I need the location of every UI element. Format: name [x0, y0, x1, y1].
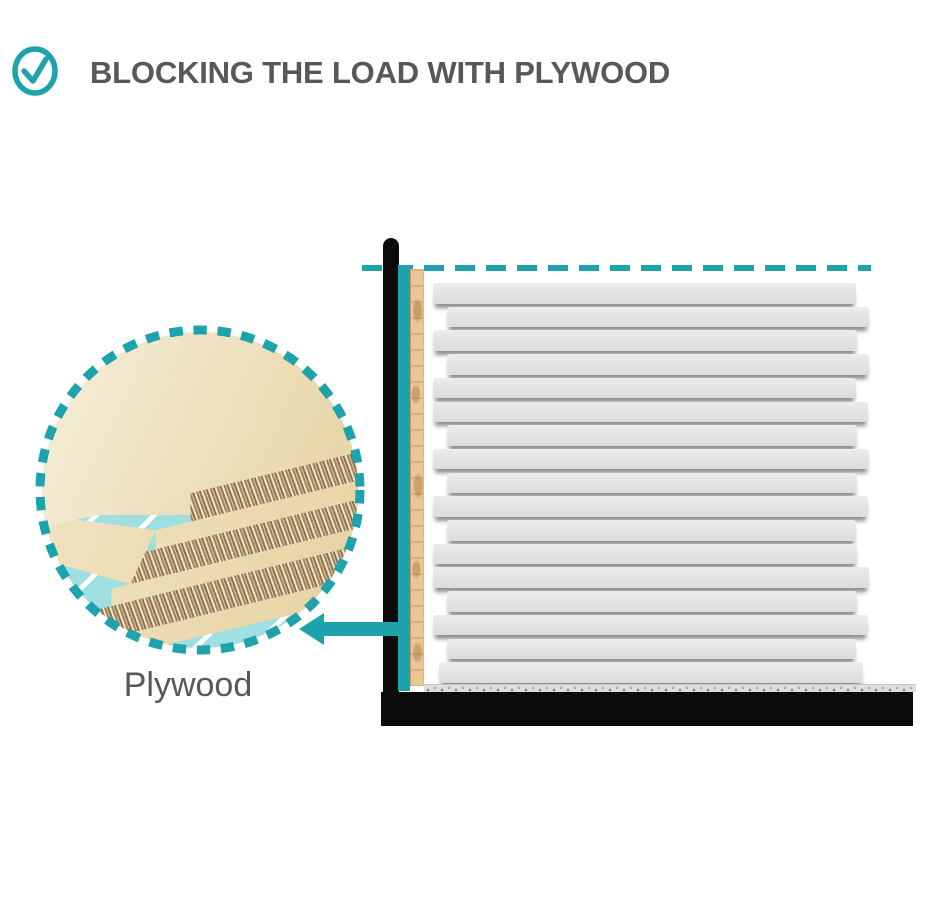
trailer-deck-strip [424, 684, 916, 692]
lumber-board [447, 425, 857, 446]
trailer-floor [381, 692, 913, 726]
lumber-board [447, 472, 857, 494]
lumber-board [433, 330, 857, 351]
lumber-board [433, 283, 856, 304]
lumber-board [447, 354, 869, 375]
plywood-label: Plywood [123, 666, 253, 704]
load-limit-dashed-line [362, 265, 871, 271]
check-circle-icon [11, 44, 61, 98]
lumber-board [433, 377, 856, 399]
lumber-board [433, 401, 868, 422]
lumber-board [433, 614, 868, 636]
plywood-blocking-highlight [398, 265, 410, 691]
callout-arrow-shaft [320, 622, 410, 636]
page-title: BLOCKING THE LOAD WITH PLYWOOD [90, 55, 671, 90]
lumber-board [439, 662, 863, 683]
lumber-board [447, 520, 856, 541]
plywood-stack-photo [42, 332, 358, 648]
lumber-board [447, 638, 856, 659]
lumber-board [447, 306, 869, 328]
lumber-board [433, 567, 869, 588]
dashed-circle-border [20, 310, 380, 670]
lumber-board [433, 543, 857, 565]
front-wall-bulkhead [383, 238, 399, 692]
lumber-board [447, 591, 857, 612]
lumber-board [433, 448, 869, 470]
plywood-blocking-board [410, 269, 424, 686]
lumber-board [433, 496, 868, 517]
